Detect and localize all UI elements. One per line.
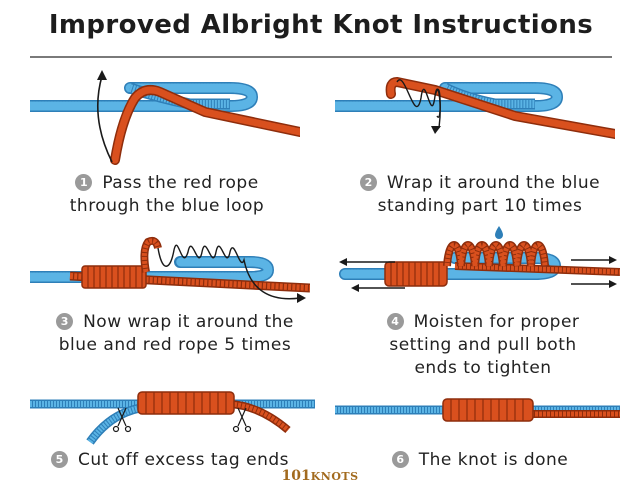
step-6-caption: 6 The knot is done <box>345 449 615 472</box>
step-4-text-line-3: ends to tighten <box>414 358 552 378</box>
step-3-illustration <box>30 232 310 312</box>
step-3-text-line-1: Now wrap it around the <box>83 312 294 332</box>
step-4-text-line-1: Moisten for proper <box>413 312 580 332</box>
step-3-number-badge: 3 <box>56 313 74 330</box>
step-1-illustration <box>30 68 300 178</box>
page-title: Improved Albright Knot Instructions <box>48 10 594 40</box>
step-1-text-line-1: Pass the red rope <box>102 173 259 193</box>
step-3-text-line-2: blue and red rope 5 times <box>58 335 292 355</box>
step-5-text-line-1: Cut off excess tag ends <box>78 450 289 470</box>
step-5-illustration <box>30 382 315 452</box>
step-1-caption: 1 Pass the red rope through the blue loop <box>22 172 312 218</box>
step-5-number-badge: 5 <box>51 451 68 468</box>
logo-suffix: KNOTS <box>310 470 359 483</box>
step-1-text-line-2: through the blue loop <box>69 196 265 216</box>
title-divider <box>30 56 612 58</box>
step-3-caption: 3 Now wrap it around the blue and red rop… <box>20 311 330 357</box>
step-2-text-line-2: standing part 10 times <box>377 196 583 216</box>
step-2-number-badge: 2 <box>359 174 377 191</box>
step-5-caption: 5 Cut off excess tag ends <box>20 449 320 472</box>
step-4-illustration <box>335 222 620 317</box>
step-2-illustration <box>335 68 615 178</box>
step-2-text-line-1: Wrap it around the blue <box>386 173 601 193</box>
step-4-number-badge: 4 <box>386 313 404 330</box>
step-4-text-line-2: setting and pull both <box>389 335 577 355</box>
step-4-caption: 4 Moisten for proper setting and pull bot… <box>338 311 628 380</box>
step-6-number-badge: 6 <box>391 451 409 468</box>
step-6-text-line-1: The knot is done <box>418 450 569 470</box>
step-1-number-badge: 1 <box>75 174 93 191</box>
step-2-caption: 2 Wrap it around the blue standing part 1… <box>330 172 630 218</box>
step-6-illustration <box>335 392 620 432</box>
101knots-logo: 101KNOTS <box>280 468 360 490</box>
logo-prefix: 101 <box>281 468 311 484</box>
